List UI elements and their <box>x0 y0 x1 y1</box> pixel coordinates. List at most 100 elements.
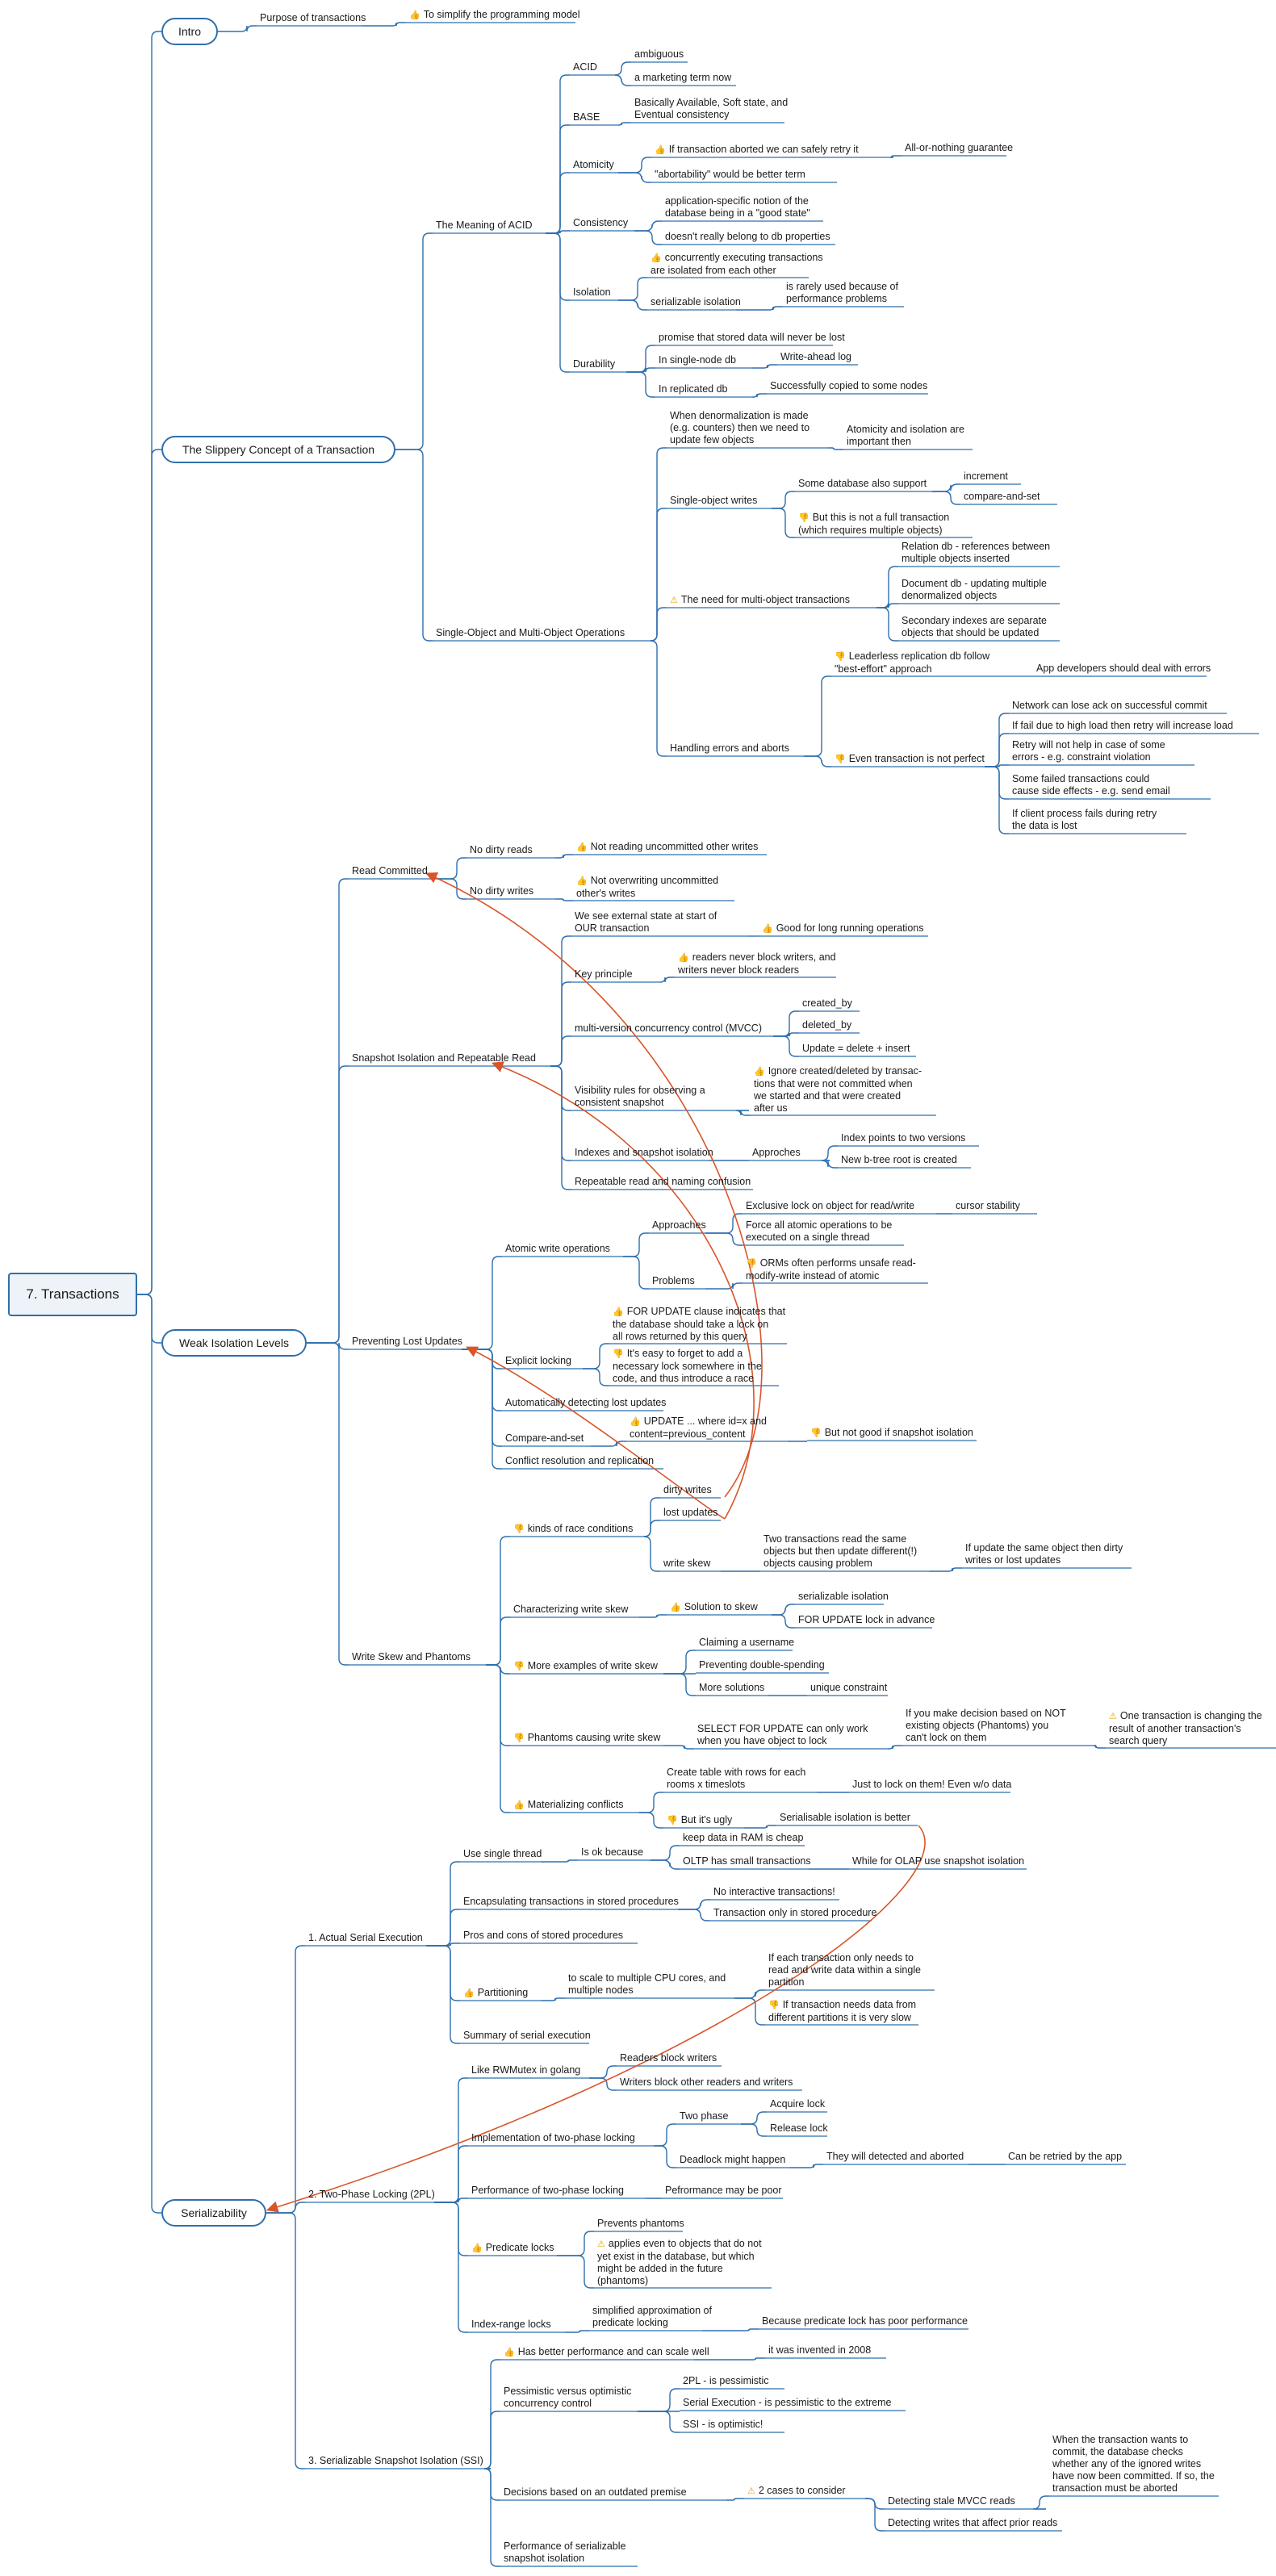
section-slippery[interactable]: The Slippery Concept of a Transaction <box>161 436 395 463</box>
node-needmulti[interactable]: ⚠The need for multi-object transactions <box>670 594 850 607</box>
node-proscons[interactable]: Pros and cons of stored procedures <box>463 1930 623 1942</box>
node-claiming[interactable]: Claiming a username <box>699 1637 794 1649</box>
node-selectfor[interactable]: SELECT FOR UPDATE can only work when you… <box>697 1723 868 1747</box>
node-notperfect[interactable]: 👎Even transaction is not perfect <box>835 753 985 766</box>
node-partitioning[interactable]: 👍Partitioning <box>463 1987 528 2000</box>
node-concurrently[interactable]: 👍concurrently executing transactions are… <box>651 252 823 277</box>
node-clientfail[interactable]: If client process fails during retry the… <box>1012 808 1157 832</box>
node-onetx[interactable]: ⚠One transaction is changing the result … <box>1109 1710 1262 1747</box>
node-encapsulating[interactable]: Encapsulating transactions in stored pro… <box>463 1896 679 1908</box>
node-notbelong[interactable]: doesn't really belong to db properties <box>665 231 830 243</box>
node-marketing[interactable]: a marketing term now <box>634 72 731 84</box>
node-wal[interactable]: Write-ahead log <box>780 351 851 363</box>
node-readersnever[interactable]: 👍readers never block writers, and writer… <box>678 951 836 976</box>
node-twocases[interactable]: ⚠2 cases to consider <box>747 2485 846 2498</box>
node-release[interactable]: Release lock <box>770 2122 828 2135</box>
node-perfssi[interactable]: Performance of serializable snapshot iso… <box>504 2540 625 2565</box>
node-appdev[interactable]: App developers should deal with errors <box>1036 663 1211 675</box>
node-rwmutex[interactable]: Like RWMutex in golang <box>471 2064 580 2076</box>
node-usesingle[interactable]: Use single thread <box>463 1848 542 1860</box>
node-exclusive[interactable]: Exclusive lock on object for read/write <box>746 1200 914 1212</box>
node-perfpoor[interactable]: Pefrormance may be poor <box>665 2185 782 2197</box>
node-keepram[interactable]: keep data in RAM is cheap <box>683 1832 803 1844</box>
node-orms[interactable]: 👎ORMs often performs unsafe read- modify… <box>746 1257 916 1282</box>
node-deadlock[interactable]: Deadlock might happen <box>680 2154 785 2166</box>
node-singleobj[interactable]: Single-object writes <box>670 495 757 507</box>
node-allornothing[interactable]: All-or-nothing guarantee <box>905 142 1013 154</box>
node-snapshot[interactable]: Snapshot Isolation and Repeatable Read <box>352 1052 536 1064</box>
node-conflict[interactable]: Conflict resolution and replication <box>505 1455 654 1467</box>
node-forupdate[interactable]: 👍FOR UPDATE clause indicates that the da… <box>613 1306 785 1343</box>
node-btree[interactable]: New b-tree root is created <box>841 1154 957 1166</box>
node-acquire[interactable]: Acquire lock <box>770 2098 825 2110</box>
node-phantoms[interactable]: 👎Phantoms causing write skew <box>513 1732 660 1745</box>
node-acid[interactable]: ACID <box>573 61 597 73</box>
node-isok[interactable]: Is ok because <box>581 1846 643 1859</box>
node-replicated[interactable]: In replicated db <box>659 383 727 395</box>
node-handling[interactable]: Handling errors and aborts <box>670 742 789 755</box>
node-compareset[interactable]: Compare-and-set <box>505 1432 584 1445</box>
node-appspecific[interactable]: application-specific notion of the datab… <box>665 195 810 220</box>
node-moreexamples[interactable]: 👎More examples of write skew <box>513 1660 658 1673</box>
node-notreading[interactable]: 👍Not reading uncommitted other writes <box>576 841 758 854</box>
node-nodirtywrites[interactable]: No dirty writes <box>470 885 533 897</box>
node-simplify[interactable]: 👍To simplify the programming model <box>409 9 580 22</box>
node-writeskew2[interactable]: write skew <box>663 1558 710 1570</box>
node-durability[interactable]: Durability <box>573 358 615 370</box>
node-singlemulti[interactable]: Single-Object and Multi-Object Operation… <box>436 627 625 639</box>
node-doublespend[interactable]: Preventing double-spending <box>699 1659 825 1671</box>
node-retried[interactable]: Can be retried by the app <box>1008 2151 1122 2163</box>
node-readcommitted[interactable]: Read Committed <box>352 865 428 877</box>
node-detectwrites[interactable]: Detecting writes that affect prior reads <box>888 2517 1057 2529</box>
node-characterizing[interactable]: Characterizing write skew <box>513 1604 628 1616</box>
section-weak[interactable]: Weak Isolation Levels <box>161 1329 307 1357</box>
node-detected[interactable]: They will detected and aborted <box>826 2151 964 2163</box>
node-atomiso[interactable]: Atomicity and isolation are important th… <box>847 424 964 448</box>
node-idxpoints[interactable]: Index points to two versions <box>841 1132 965 1144</box>
node-meaning[interactable]: The Meaning of ACID <box>436 220 533 232</box>
node-netlose[interactable]: Network can lose ack on successful commi… <box>1012 700 1207 712</box>
node-denorm[interactable]: When denormalization is made (e.g. count… <box>670 410 810 446</box>
node-lostupdates[interactable]: lost updates <box>663 1507 717 1519</box>
node-decisions[interactable]: Decisions based on an outdated premise <box>504 2486 687 2499</box>
node-ambiguous[interactable]: ambiguous <box>634 48 684 61</box>
node-abortability[interactable]: "abortability" would be better term <box>655 169 805 181</box>
node-reldb[interactable]: Relation db - references between multipl… <box>902 541 1050 565</box>
node-cursor[interactable]: cursor stability <box>956 1200 1020 1212</box>
node-readersblock[interactable]: Readers block writers <box>620 2052 717 2064</box>
node-indexrange[interactable]: Index-range locks <box>471 2319 551 2331</box>
node-serializable2[interactable]: serializable isolation <box>798 1591 889 1603</box>
node-notgoodsnap[interactable]: 👎But not good if snapshot isolation <box>810 1427 973 1440</box>
node-goodlong[interactable]: 👍Good for long running operations <box>762 922 923 935</box>
node-serialpess[interactable]: Serial Execution - is pessimistic to the… <box>683 2397 891 2409</box>
node-consistency[interactable]: Consistency <box>573 217 628 229</box>
node-dirtywrites[interactable]: dirty writes <box>663 1484 712 1496</box>
node-preventing[interactable]: Preventing Lost Updates <box>352 1336 462 1348</box>
node-external[interactable]: We see external state at start of OUR tr… <box>575 910 717 935</box>
node-secidx[interactable]: Secondary indexes are separate objects t… <box>902 615 1047 639</box>
node-easyforget[interactable]: 👎It's easy to forget to add a necessary … <box>613 1348 762 1385</box>
node-perf2pl[interactable]: Performance of two-phase locking <box>471 2185 624 2197</box>
root-node[interactable]: 7. Transactions <box>8 1273 137 1316</box>
node-keyprinciple[interactable]: Key principle <box>575 968 633 981</box>
node-singlenode[interactable]: In single-node db <box>659 354 736 366</box>
node-increment[interactable]: increment <box>964 470 1008 483</box>
node-retry[interactable]: 👍If transaction aborted we can safely re… <box>655 144 859 157</box>
node-invented[interactable]: it was invented in 2008 <box>768 2344 871 2356</box>
node-writeskew[interactable]: Write Skew and Phantoms <box>352 1651 471 1663</box>
node-repeatable[interactable]: Repeatable read and naming confusion <box>575 1176 751 1188</box>
node-deletedby[interactable]: deleted_by <box>802 1019 851 1031</box>
node-twoplpess[interactable]: 2PL - is pessimistic <box>683 2375 769 2387</box>
node-atomicwrite[interactable]: Atomic write operations <box>505 1243 610 1255</box>
node-actualserial[interactable]: 1. Actual Serial Execution <box>308 1932 423 1944</box>
node-whenwants[interactable]: When the transaction wants to commit, th… <box>1052 2434 1215 2494</box>
node-twophase[interactable]: 2. Two-Phase Locking (2PL) <box>308 2189 435 2201</box>
node-unique[interactable]: unique constraint <box>810 1682 887 1694</box>
node-atomicity[interactable]: Atomicity <box>573 159 614 171</box>
node-pessopt[interactable]: Pessimistic versus optimistic concurrenc… <box>504 2386 631 2410</box>
node-updatewhere[interactable]: 👍UPDATE ... where id=x and content=previ… <box>630 1416 767 1441</box>
node-isolation[interactable]: Isolation <box>573 286 611 299</box>
node-writersblock[interactable]: Writers block other readers and writers <box>620 2076 793 2089</box>
node-approaches[interactable]: Approaches <box>652 1219 706 1232</box>
node-toscale[interactable]: to scale to multiple CPU cores, and mult… <box>568 1972 726 1997</box>
